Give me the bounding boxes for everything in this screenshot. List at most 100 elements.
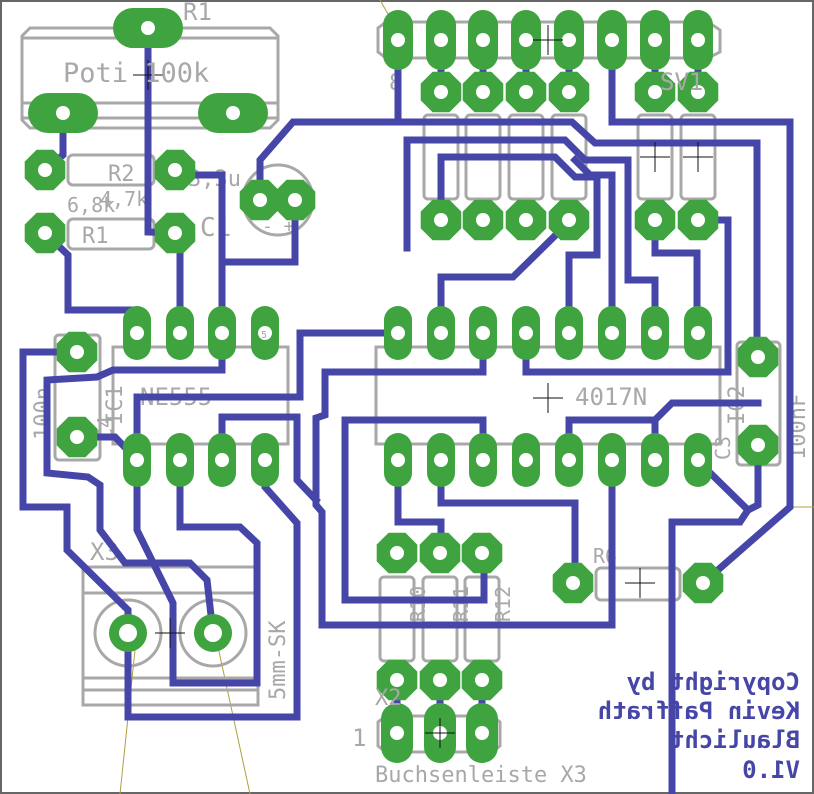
drill-hole <box>433 546 447 560</box>
drill-hole <box>258 326 272 340</box>
x2-value-label: Buchsenleiste X3 <box>375 763 587 788</box>
copyright-project: Blaulicht <box>670 726 800 754</box>
r6-outline <box>594 566 682 602</box>
trace <box>256 36 402 204</box>
drill-hole <box>519 326 533 340</box>
trace <box>437 217 574 337</box>
drill-hole <box>562 33 576 47</box>
x2-outline <box>376 714 502 754</box>
drill-hole <box>691 33 705 47</box>
drill-hole <box>434 453 448 467</box>
ic1-name-label: IC1 <box>103 385 128 425</box>
trace <box>570 155 616 337</box>
drill-hole <box>475 726 489 740</box>
drill-hole <box>648 326 662 340</box>
drill-hole <box>56 106 70 120</box>
drill-hole <box>226 106 240 120</box>
trace <box>43 321 226 637</box>
drill-hole <box>70 430 84 444</box>
trace <box>608 36 794 588</box>
trace <box>312 329 616 629</box>
drill-hole <box>648 453 662 467</box>
drill-hole <box>605 326 619 340</box>
trace <box>221 196 299 266</box>
drill-hole <box>253 193 267 207</box>
drill-hole <box>119 624 137 642</box>
drill-hole <box>562 453 576 467</box>
r2-value-label: 4,7k <box>100 187 148 211</box>
pin-number-label: 5 <box>261 330 267 341</box>
trace <box>133 329 402 464</box>
drill-hole <box>605 33 619 47</box>
drill-hole <box>648 213 662 227</box>
trace <box>394 118 761 361</box>
drill-hole <box>691 326 705 340</box>
origin-cross <box>133 60 163 90</box>
trace <box>403 136 659 337</box>
drill-hole <box>519 33 533 47</box>
drill-hole <box>215 326 229 340</box>
drill-hole <box>605 453 619 467</box>
drill-hole <box>215 453 229 467</box>
drill-hole <box>258 453 272 467</box>
drill-hole <box>130 453 144 467</box>
drill-hole <box>434 85 448 99</box>
drill-hole <box>391 33 405 47</box>
drill-hole <box>562 326 576 340</box>
poti-name-label: R1 <box>183 0 212 26</box>
origin-cross <box>533 25 563 55</box>
origin-cross <box>683 142 713 172</box>
copper-traces <box>19 24 794 794</box>
drill-hole <box>390 673 404 687</box>
trace <box>218 413 321 505</box>
drill-hole <box>434 33 448 47</box>
ic2-outline <box>374 345 722 446</box>
drill-hole <box>691 453 705 467</box>
top-label-layer: Poti 100k SV1 X2 <box>63 58 703 711</box>
ic2-value-label: 4017N <box>575 383 647 411</box>
poti-value-label: Poti 100k <box>63 58 209 89</box>
drill-hole <box>519 213 533 227</box>
drill-hole <box>390 546 404 560</box>
resistor-label: R10 <box>406 586 430 622</box>
drill-hole <box>391 326 405 340</box>
airwire <box>119 649 136 794</box>
drill-hole <box>562 85 576 99</box>
drill-hole <box>691 213 705 227</box>
origin-cross <box>625 568 655 598</box>
drill-hole <box>391 453 405 467</box>
drill-hole <box>70 345 84 359</box>
drill-hole <box>519 453 533 467</box>
trace <box>668 455 753 794</box>
drill-hole <box>434 326 448 340</box>
origin-cross <box>533 383 563 413</box>
drill-hole <box>168 163 182 177</box>
drill-hole <box>433 673 447 687</box>
trace <box>19 348 132 637</box>
resistor-outline <box>679 113 717 201</box>
drill-hole <box>475 546 489 560</box>
drill-hole <box>434 213 448 227</box>
copyright-version: V1.0 <box>742 756 800 784</box>
drill-hole <box>566 576 580 590</box>
drill-hole <box>476 33 490 47</box>
drill-hole <box>476 85 490 99</box>
drill-hole <box>648 85 662 99</box>
drill-hole <box>562 213 576 227</box>
drill-hole <box>691 85 705 99</box>
copper-pads: 5 <box>24 8 779 763</box>
trace <box>133 456 261 687</box>
drill-hole <box>475 673 489 687</box>
copyright-line: Copyright by <box>627 668 800 696</box>
trace <box>341 416 488 604</box>
drill-hole <box>204 624 222 642</box>
drill-hole <box>476 213 490 227</box>
drill-hole <box>38 163 52 177</box>
drill-hole <box>168 226 182 240</box>
resistor-outline <box>636 113 674 201</box>
copyright-author: Kevin Paffrath <box>598 697 800 725</box>
origin-cross <box>425 718 455 748</box>
c1-name-label: C1 <box>200 213 231 243</box>
drill-hole <box>519 85 533 99</box>
